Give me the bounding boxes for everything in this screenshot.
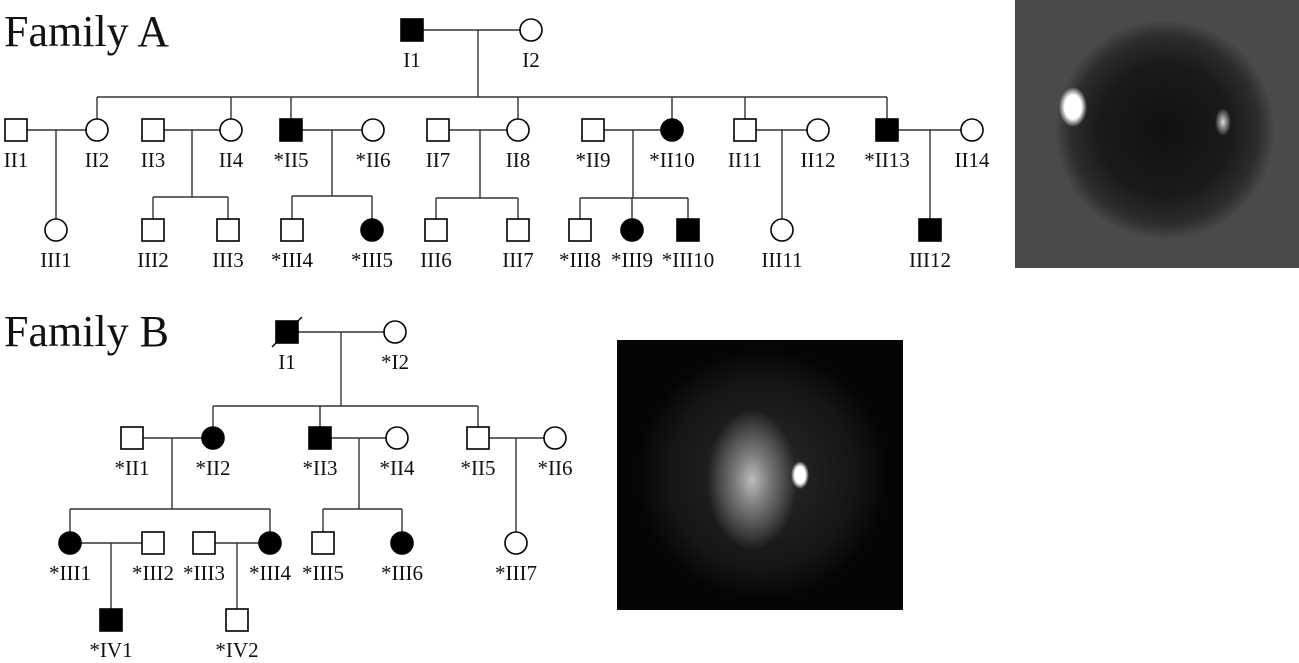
family-b-ii6-label: *II6 [538, 456, 573, 480]
family-a-ii9-square-icon [581, 118, 605, 142]
family-b-iii6-label: *III6 [381, 561, 423, 585]
family-a-ii9-label: *II9 [576, 148, 611, 172]
family-a-ii10-label: *II10 [649, 148, 695, 172]
family-b-iii4-label: *III4 [249, 561, 291, 585]
family-a-ii3-label: II3 [141, 148, 166, 172]
family-a-iii9-label: *III9 [611, 248, 653, 272]
family-a-ii4-label: II4 [219, 148, 244, 172]
family-a-iii3-square-icon [216, 218, 240, 242]
family-a-eye-photo [1015, 0, 1299, 268]
family-b-ii4-label: *II4 [380, 456, 415, 480]
family-b-ii3-label: *II3 [303, 456, 338, 480]
family-b-iv1-label: *IV1 [89, 638, 132, 662]
family-a-ii13-label: *II13 [864, 148, 910, 172]
family-a-iii5-label: *III5 [351, 248, 393, 272]
family-a-ii11-square-icon [733, 118, 757, 142]
family-a-iii1-circle-icon [44, 218, 68, 242]
family-a-ii6-label: *II6 [356, 148, 391, 172]
deceased-slash-icon [271, 316, 303, 348]
family-a-iii3-label: III3 [212, 248, 243, 272]
family-a-iii4-square-icon [280, 218, 304, 242]
family-a-ii2-label: II2 [85, 148, 110, 172]
family-b-ii5-label: *II5 [461, 456, 496, 480]
family-a-iii6-label: III6 [420, 248, 451, 272]
family-a-iii12-square-icon [918, 218, 942, 242]
family-a-ii14-circle-icon [960, 118, 984, 142]
family-a-i1-label: I1 [403, 48, 421, 72]
family-b-iii7-circle-icon [504, 531, 528, 555]
family-b-ii1-label: *II1 [115, 456, 150, 480]
family-b-title: Family B [4, 307, 170, 356]
family-a-iii5-circle-icon [360, 218, 384, 242]
family-a-ii8-label: II8 [506, 148, 531, 172]
family-a-ii12-circle-icon [806, 118, 830, 142]
family-a-ii1-label: II1 [4, 148, 29, 172]
family-a-ii2-circle-icon [85, 118, 109, 142]
family-a-iii1-label: III1 [40, 248, 71, 272]
family-b-iii7-label: *III7 [495, 561, 537, 585]
family-a-iii8-square-icon [568, 218, 592, 242]
family-b-iii3-label: *III3 [183, 561, 225, 585]
family-b-ii2-circle-icon [201, 426, 225, 450]
family-a-iii2-square-icon [141, 218, 165, 242]
family-a-ii3-square-icon [141, 118, 165, 142]
family-b-i2-circle-icon [383, 320, 407, 344]
family-a-iii4-label: *III4 [271, 248, 313, 272]
family-a-ii4-circle-icon [219, 118, 243, 142]
family-a-ii7-label: II7 [426, 148, 451, 172]
family-a-iii10-label: *III10 [662, 248, 714, 272]
family-b-iv2-label: *IV2 [215, 638, 258, 662]
family-b-ii6-circle-icon [543, 426, 567, 450]
family-a-iii11-circle-icon [770, 218, 794, 242]
family-a-i1-square-icon [400, 18, 424, 42]
family-a-ii5-label: *II5 [274, 148, 309, 172]
family-a-ii6-circle-icon [361, 118, 385, 142]
family-b-iii2-square-icon [141, 531, 165, 555]
family-b-iii6-circle-icon [390, 531, 414, 555]
family-a-title: Family A [4, 7, 170, 56]
family-a-ii1-square-icon [4, 118, 28, 142]
family-a-iii2-label: III2 [137, 248, 168, 272]
family-b-iii1-circle-icon [58, 531, 82, 555]
family-b-i2-label: *I2 [381, 350, 409, 374]
family-b-iii2-label: *III2 [132, 561, 174, 585]
family-b-ii2-label: *II2 [196, 456, 231, 480]
family-b-iii4-circle-icon [258, 531, 282, 555]
family-a-ii7-square-icon [426, 118, 450, 142]
family-b-ii4-circle-icon [385, 426, 409, 450]
family-b-ii1-square-icon [120, 426, 144, 450]
family-a-ii11-label: II11 [728, 148, 762, 172]
family-a-iii9-circle-icon [620, 218, 644, 242]
family-a-ii5-square-icon [279, 118, 303, 142]
family-a-i2-circle-icon [519, 18, 543, 42]
family-a-iii6-square-icon [424, 218, 448, 242]
family-a-iii11-label: III11 [761, 248, 802, 272]
family-b-ii3-square-icon [308, 426, 332, 450]
family-a-ii13-square-icon [875, 118, 899, 142]
family-b-eye-photo [617, 340, 903, 610]
family-a-ii14-label: II14 [955, 148, 990, 172]
family-b-iv1-square-icon [99, 608, 123, 632]
family-a-iii8-label: *III8 [559, 248, 601, 272]
family-a-iii7-label: III7 [502, 248, 533, 272]
family-b-iv2-square-icon [225, 608, 249, 632]
family-a-iii12-label: III12 [909, 248, 951, 272]
family-b-iii5-square-icon [311, 531, 335, 555]
family-a-i2-label: I2 [522, 48, 540, 72]
family-b-i1-label: I1 [278, 350, 296, 374]
family-a-ii10-circle-icon [660, 118, 684, 142]
family-a-ii12-label: II12 [801, 148, 836, 172]
family-b-iii1-label: *III1 [49, 561, 91, 585]
family-a-iii7-square-icon [506, 218, 530, 242]
family-b-iii3-square-icon [192, 531, 216, 555]
family-b-ii5-square-icon [466, 426, 490, 450]
family-a-iii10-square-icon [676, 218, 700, 242]
family-b-iii5-label: *III5 [302, 561, 344, 585]
family-a-ii8-circle-icon [506, 118, 530, 142]
